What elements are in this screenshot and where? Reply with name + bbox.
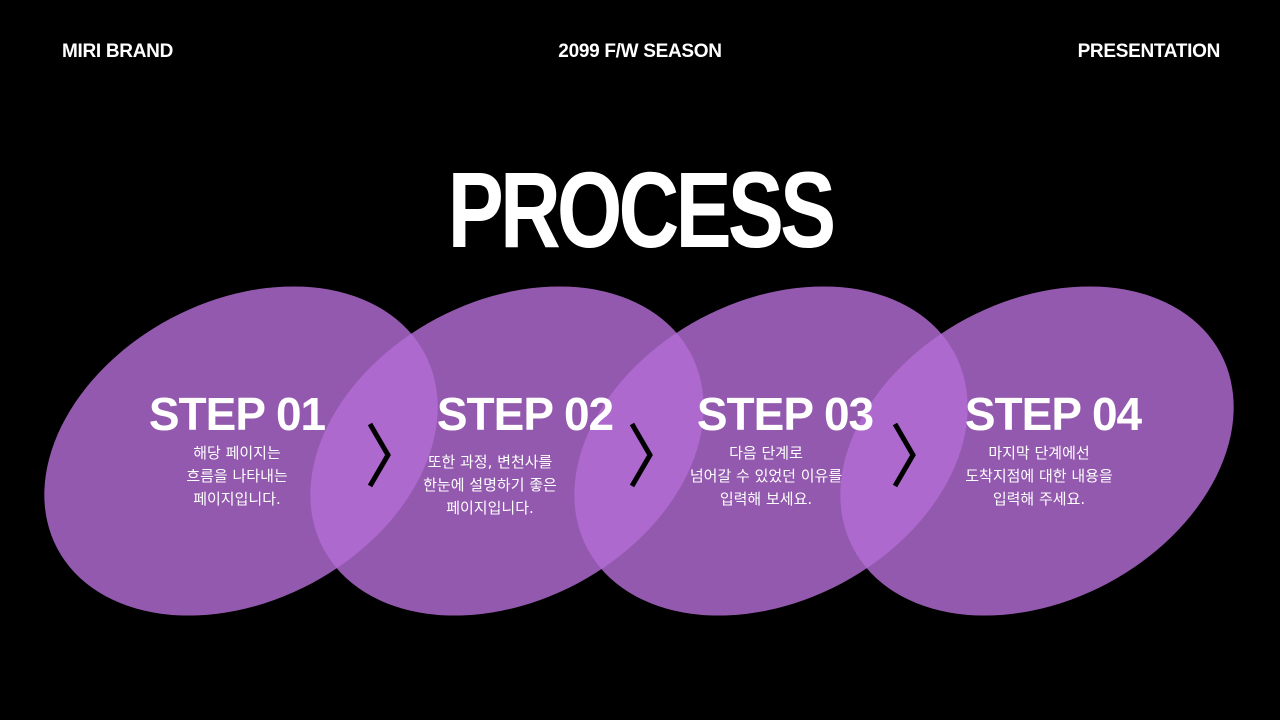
step-3-line: 다음 단계로 (729, 444, 803, 462)
brand-label: MIRI BRAND (62, 41, 173, 62)
page-title: PROCESS (447, 149, 837, 270)
step-2-line: 또한 과정, 변천사를 (427, 453, 553, 471)
step-3-title: STEP 03 (696, 388, 874, 440)
step-2-line: 페이지입니다. (446, 499, 534, 517)
step-4-title: STEP 04 (964, 388, 1142, 440)
presentation-label: PRESENTATION (1077, 41, 1221, 62)
step-3-line: 넘어갈 수 있었던 이유를 (689, 467, 843, 485)
step-4-description: 마지막 단계에선 도착지점에 대한 내용을 입력해 주세요. (919, 442, 1159, 511)
step-4-line: 입력해 주세요. (992, 490, 1086, 508)
step-1-line: 해당 페이지는 (193, 444, 281, 462)
step-2-description: 또한 과정, 변천사를 한눈에 설명하기 좋은 페이지입니다. (370, 451, 610, 520)
season-label: 2099 F/W SEASON (558, 41, 722, 62)
chevron-right-icon (629, 422, 653, 488)
step-2-line: 한눈에 설명하기 좋은 (423, 476, 557, 494)
step-2-title: STEP 02 (436, 388, 614, 440)
step-4-line: 마지막 단계에선 (988, 444, 1090, 462)
step-1-title: STEP 01 (148, 388, 326, 440)
step-4-line: 도착지점에 대한 내용을 (965, 467, 1113, 485)
chevron-right-icon (892, 422, 916, 488)
step-3-line: 입력해 보세요. (719, 490, 813, 508)
chevron-right-icon (367, 422, 391, 488)
step-4-ellipse (840, 286, 1234, 616)
step-1-line: 흐름을 나타내는 (186, 467, 288, 485)
step-1-line: 페이지입니다. (193, 490, 281, 508)
step-3-description: 다음 단계로 넘어갈 수 있었던 이유를 입력해 보세요. (646, 442, 886, 511)
step-1-description: 해당 페이지는 흐름을 나타내는 페이지입니다. (117, 442, 357, 511)
